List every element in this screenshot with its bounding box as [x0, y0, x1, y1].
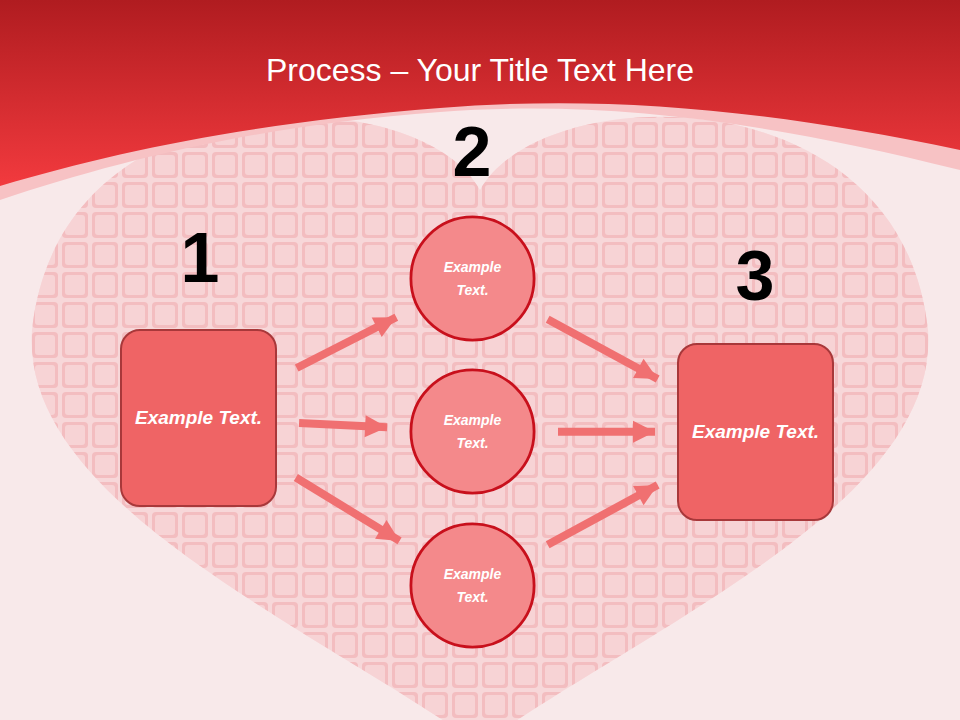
- heart-tiles: [32, 117, 929, 720]
- circle-outline: [409, 522, 536, 649]
- flow-arrow: [548, 319, 658, 379]
- header-light-band: [0, 0, 960, 200]
- node-text: Example Text.: [692, 418, 819, 447]
- heart-shape: [32, 117, 929, 720]
- circle-outline: [409, 368, 536, 495]
- flow-arrow: [296, 477, 400, 540]
- slide-title: Process – Your Title Text Here: [0, 52, 960, 89]
- process-box: Example Text.: [120, 329, 277, 507]
- process-circle: Example Text.: [409, 368, 536, 495]
- node-text: Example Text.: [433, 409, 512, 454]
- flow-arrow: [299, 423, 387, 427]
- header-band: [0, 0, 960, 186]
- flow-arrow: [548, 485, 658, 545]
- process-circle: Example Text.: [409, 522, 536, 649]
- step-number: 3: [736, 241, 775, 311]
- node-text: Example Text.: [135, 404, 262, 433]
- process-box: Example Text.: [677, 343, 834, 521]
- step-number: 1: [181, 223, 220, 293]
- circle-outline: [409, 215, 536, 342]
- node-text: Example Text.: [433, 256, 512, 301]
- flow-arrow: [558, 428, 655, 436]
- step-number: 2: [453, 117, 492, 187]
- process-circle: Example Text.: [409, 215, 536, 342]
- flow-arrow: [297, 317, 397, 368]
- node-text: Example Text.: [433, 563, 512, 608]
